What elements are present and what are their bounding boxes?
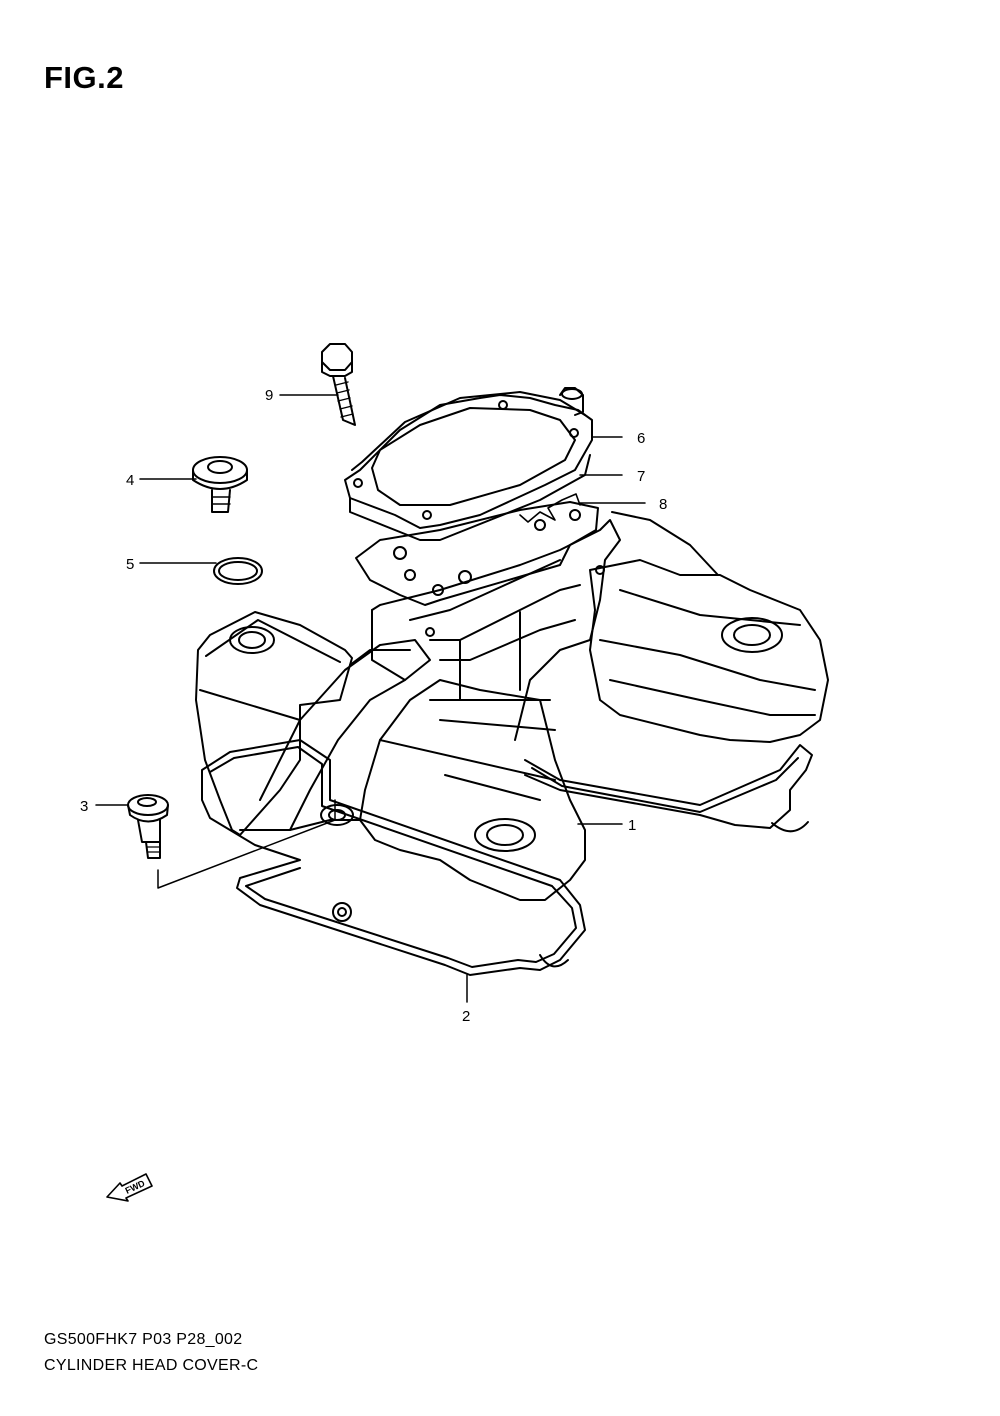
model-code: GS500FHK7 P03 P28_002 <box>44 1331 243 1348</box>
breather-cover-drawing <box>344 387 593 541</box>
forward-arrow-drawing <box>106 1173 153 1202</box>
cover-bolt-drawing <box>127 794 169 859</box>
callout-1: 1 <box>628 817 636 834</box>
breather-gasket-drawing <box>355 493 599 606</box>
callout-6: 6 <box>637 430 645 447</box>
callout-labels: 9 4 5 3 6 7 8 1 2 FWD <box>80 387 667 1196</box>
callout-5: 5 <box>126 556 134 573</box>
figure-title: FIG.2 <box>44 60 125 95</box>
callout-2: 2 <box>462 1008 470 1025</box>
breather-bolt-drawing <box>321 343 356 426</box>
o-ring-drawing <box>213 557 263 585</box>
bolt-3-alignment-line <box>157 799 336 889</box>
callout-8: 8 <box>659 496 667 513</box>
cap-bolt-drawing <box>192 456 248 513</box>
part-group-title: CYLINDER HEAD COVER-C <box>44 1357 259 1374</box>
callout-leaders <box>95 394 646 1003</box>
callout-4: 4 <box>126 472 134 489</box>
callout-7: 7 <box>637 468 645 485</box>
cover-gasket-drawing <box>201 739 813 976</box>
callout-3: 3 <box>80 798 88 815</box>
callout-9: 9 <box>265 387 273 404</box>
cylinder-head-cover-drawing <box>195 511 829 901</box>
